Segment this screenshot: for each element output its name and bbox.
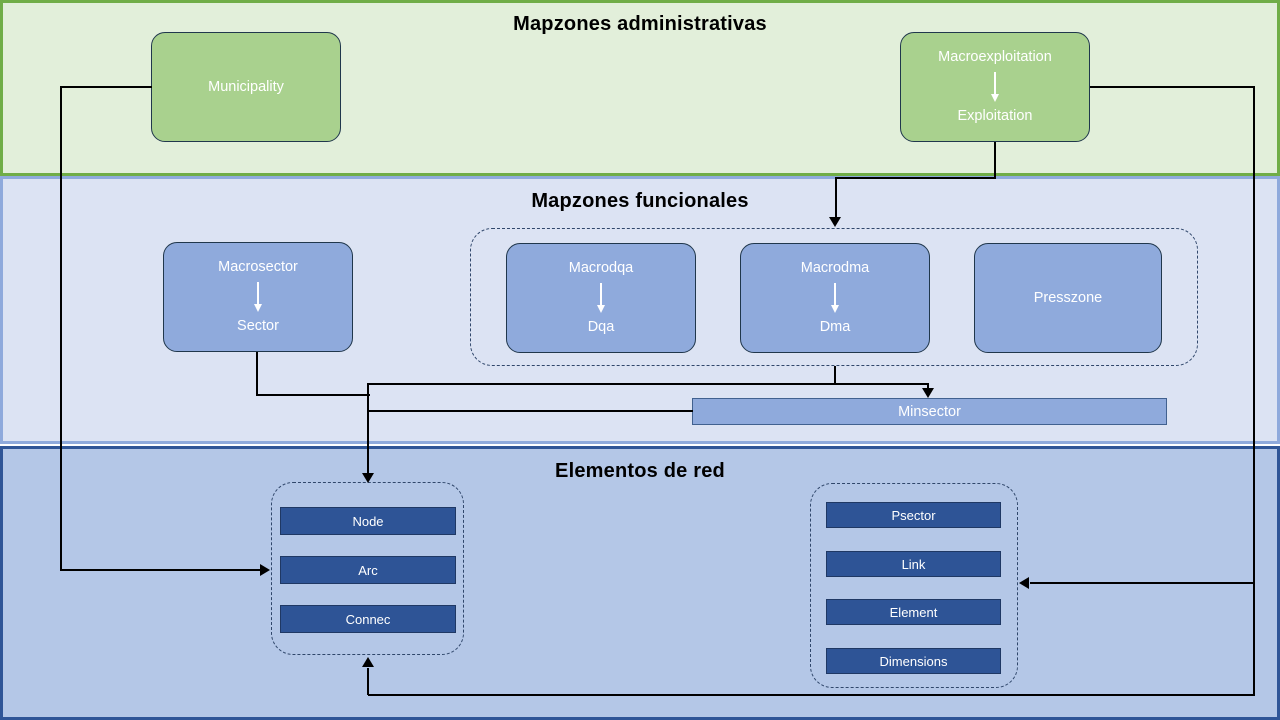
node-presszone[interactable]: Presszone: [974, 243, 1162, 353]
connector-municipality-h1: [60, 86, 152, 88]
node-psector-label: Psector: [891, 507, 936, 523]
connector-macroexpl-h: [835, 177, 996, 179]
node-macrodma[interactable]: Macrodma Dma: [740, 243, 930, 353]
node-macrodqa-label: Macrodqa: [568, 260, 634, 277]
connector-macroexpl-down-v1: [994, 142, 996, 179]
connector-minsector-stub-v: [927, 383, 929, 390]
node-connec-label: Connec: [345, 611, 391, 627]
node-exploitation-label: Exploitation: [957, 108, 1033, 124]
node-minsector[interactable]: Minsector: [692, 398, 1167, 425]
arrowhead-junction-to-core: [362, 473, 374, 483]
node-arc[interactable]: Arc: [280, 556, 456, 584]
node-macrodqa[interactable]: Macrodqa Dqa: [506, 243, 696, 353]
node-sector-label: Sector: [237, 318, 279, 334]
connector-municipality-h2: [60, 569, 262, 571]
node-macrosector-label: Macrosector: [218, 259, 298, 276]
section-title-admin: Mapzones administrativas: [513, 13, 767, 35]
node-macroexploitation[interactable]: Macroexploitation Exploitation: [900, 32, 1090, 142]
node-presszone-label: Presszone: [1033, 289, 1103, 306]
node-connec[interactable]: Connec: [280, 605, 456, 633]
node-arc-label: Arc: [358, 562, 378, 578]
node-element-label: Element: [889, 604, 938, 620]
node-dimensions-label: Dimensions: [879, 653, 948, 669]
group-network-assets: [810, 483, 1018, 688]
connector-bottom-rail-h: [368, 694, 1255, 696]
node-dimensions[interactable]: Dimensions: [826, 648, 1001, 674]
connector-funcgroup-to-minsector-h: [834, 383, 929, 385]
node-macrosector[interactable]: Macrosector Sector: [163, 242, 353, 352]
section-title-func: Mapzones funcionales: [531, 190, 749, 212]
node-macrodma-label: Macrodma: [800, 260, 870, 277]
connector-junction-top-h: [367, 383, 835, 385]
connector-right-rail-v: [1253, 86, 1255, 695]
node-macroexploitation-label: Macroexploitation: [938, 49, 1052, 66]
arrowhead-municipality-to-arc: [260, 564, 270, 576]
node-dqa-label: Dqa: [587, 319, 615, 335]
node-node-label: Node: [352, 513, 384, 529]
node-element[interactable]: Element: [826, 599, 1001, 625]
arrowhead-macroexpl-to-funcgroup: [829, 217, 841, 227]
node-link[interactable]: Link: [826, 551, 1001, 577]
node-node[interactable]: Node: [280, 507, 456, 535]
connector-macroexpl-down-v2: [835, 177, 837, 219]
connector-sector-down-v: [256, 352, 258, 396]
connector-funcgroup-down-v: [834, 366, 836, 384]
node-municipality[interactable]: Municipality: [151, 32, 341, 142]
node-municipality-label: Municipality: [208, 78, 284, 95]
arrowhead-funcgroup-to-minsector: [922, 388, 934, 398]
node-dma-label: Dma: [819, 319, 851, 335]
node-link-label: Link: [901, 556, 926, 572]
connector-junction-v: [367, 383, 369, 475]
connector-macroexpl-right-h: [1090, 86, 1255, 88]
arrowhead-rail-to-assets: [1019, 577, 1029, 589]
node-minsector-label: Minsector: [898, 403, 961, 420]
connector-rail-to-assets-h: [1030, 582, 1255, 584]
connector-municipality-v: [60, 86, 62, 570]
node-psector[interactable]: Psector: [826, 502, 1001, 528]
section-title-net: Elementos de red: [555, 460, 725, 482]
connector-sector-right-h: [256, 394, 370, 396]
connector-bottom-to-core-v: [367, 668, 369, 695]
connector-minsector-left-h: [367, 410, 693, 412]
arrowhead-bottom-to-core: [362, 657, 374, 667]
group-func-zones: [470, 228, 1198, 366]
